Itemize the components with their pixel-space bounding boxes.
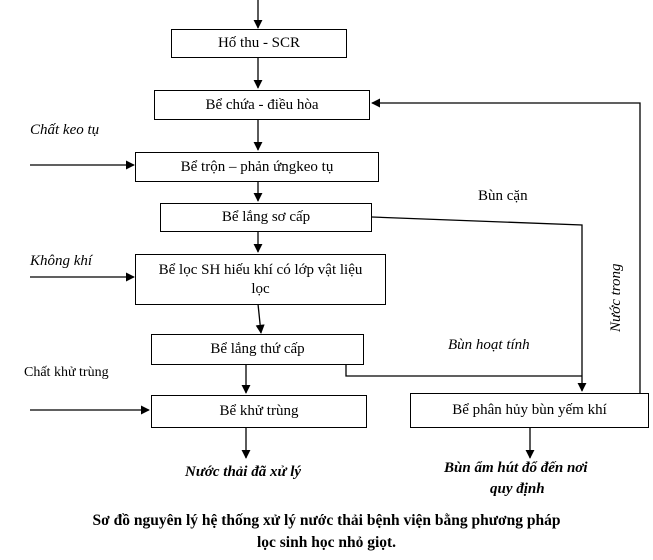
box-be-chua: Bể chứa - điều hòa xyxy=(154,90,370,120)
arrow-beloc-belangthu xyxy=(255,303,265,334)
line-nuoc-trong xyxy=(371,98,641,395)
box-be-lang-so-cap: Bể lắng sơ cấp xyxy=(160,203,372,232)
label-bun-can: Bùn cặn xyxy=(478,188,528,204)
line-bun-can xyxy=(371,216,587,392)
label-chat-keo-tu: Chất keo tụ xyxy=(30,122,100,138)
box-be-phan-huy-label: Bể phân hủy bùn yếm khí xyxy=(452,402,607,418)
box-be-lang-thu-cap: Bể lắng thứ cấp xyxy=(151,334,364,365)
diagram-caption: Sơ đồ nguyên lý hệ thống xử lý nước thải… xyxy=(0,510,653,554)
line-bun-hoat-tinh xyxy=(345,364,582,377)
label-chat-khu-trung: Chất khử trùng xyxy=(24,365,109,380)
box-be-khu-trung: Bể khử trùng xyxy=(151,395,367,428)
label-nuoc-trong: Nước trong xyxy=(608,263,624,332)
output-nuoc-thai: Nước thải đã xử lý xyxy=(185,464,302,480)
box-be-lang-thu-cap-label: Bể lắng thứ cấp xyxy=(210,341,305,357)
box-ho-thu: Hố thu - SCR xyxy=(171,29,347,58)
box-be-lang-so-cap-label: Bể lắng sơ cấp xyxy=(221,209,311,225)
output-bun-am-line2: quy định xyxy=(490,481,545,497)
caption-line-1: Sơ đồ nguyên lý hệ thống xử lý nước thải… xyxy=(92,512,561,529)
label-khong-khi: Không khí xyxy=(30,253,93,269)
box-ho-thu-label: Hố thu - SCR xyxy=(217,35,301,51)
label-bun-hoat-tinh: Bùn hoạt tính xyxy=(448,337,530,353)
box-be-khu-trung-label: Bể khử trùng xyxy=(219,403,299,419)
caption-line-2: lọc sinh học nhỏ giọt. xyxy=(256,534,397,551)
box-be-tron-label: Bể trộn – phản ứngkeo tụ xyxy=(180,158,334,175)
box-be-loc-label: Bể lọc SH hiếu khí có lớp vật liệu lọc xyxy=(158,261,363,297)
box-be-chua-label: Bể chứa - điều hòa xyxy=(205,96,319,113)
box-be-tron: Bể trộn – phản ứngkeo tụ xyxy=(135,152,379,182)
output-bun-am-line1: Bùn ẩm hút đổ đến nơi xyxy=(444,460,588,476)
box-be-loc: Bể lọc SH hiếu khí có lớp vật liệu lọc xyxy=(135,254,386,305)
box-be-phan-huy: Bể phân hủy bùn yếm khí xyxy=(410,393,649,428)
